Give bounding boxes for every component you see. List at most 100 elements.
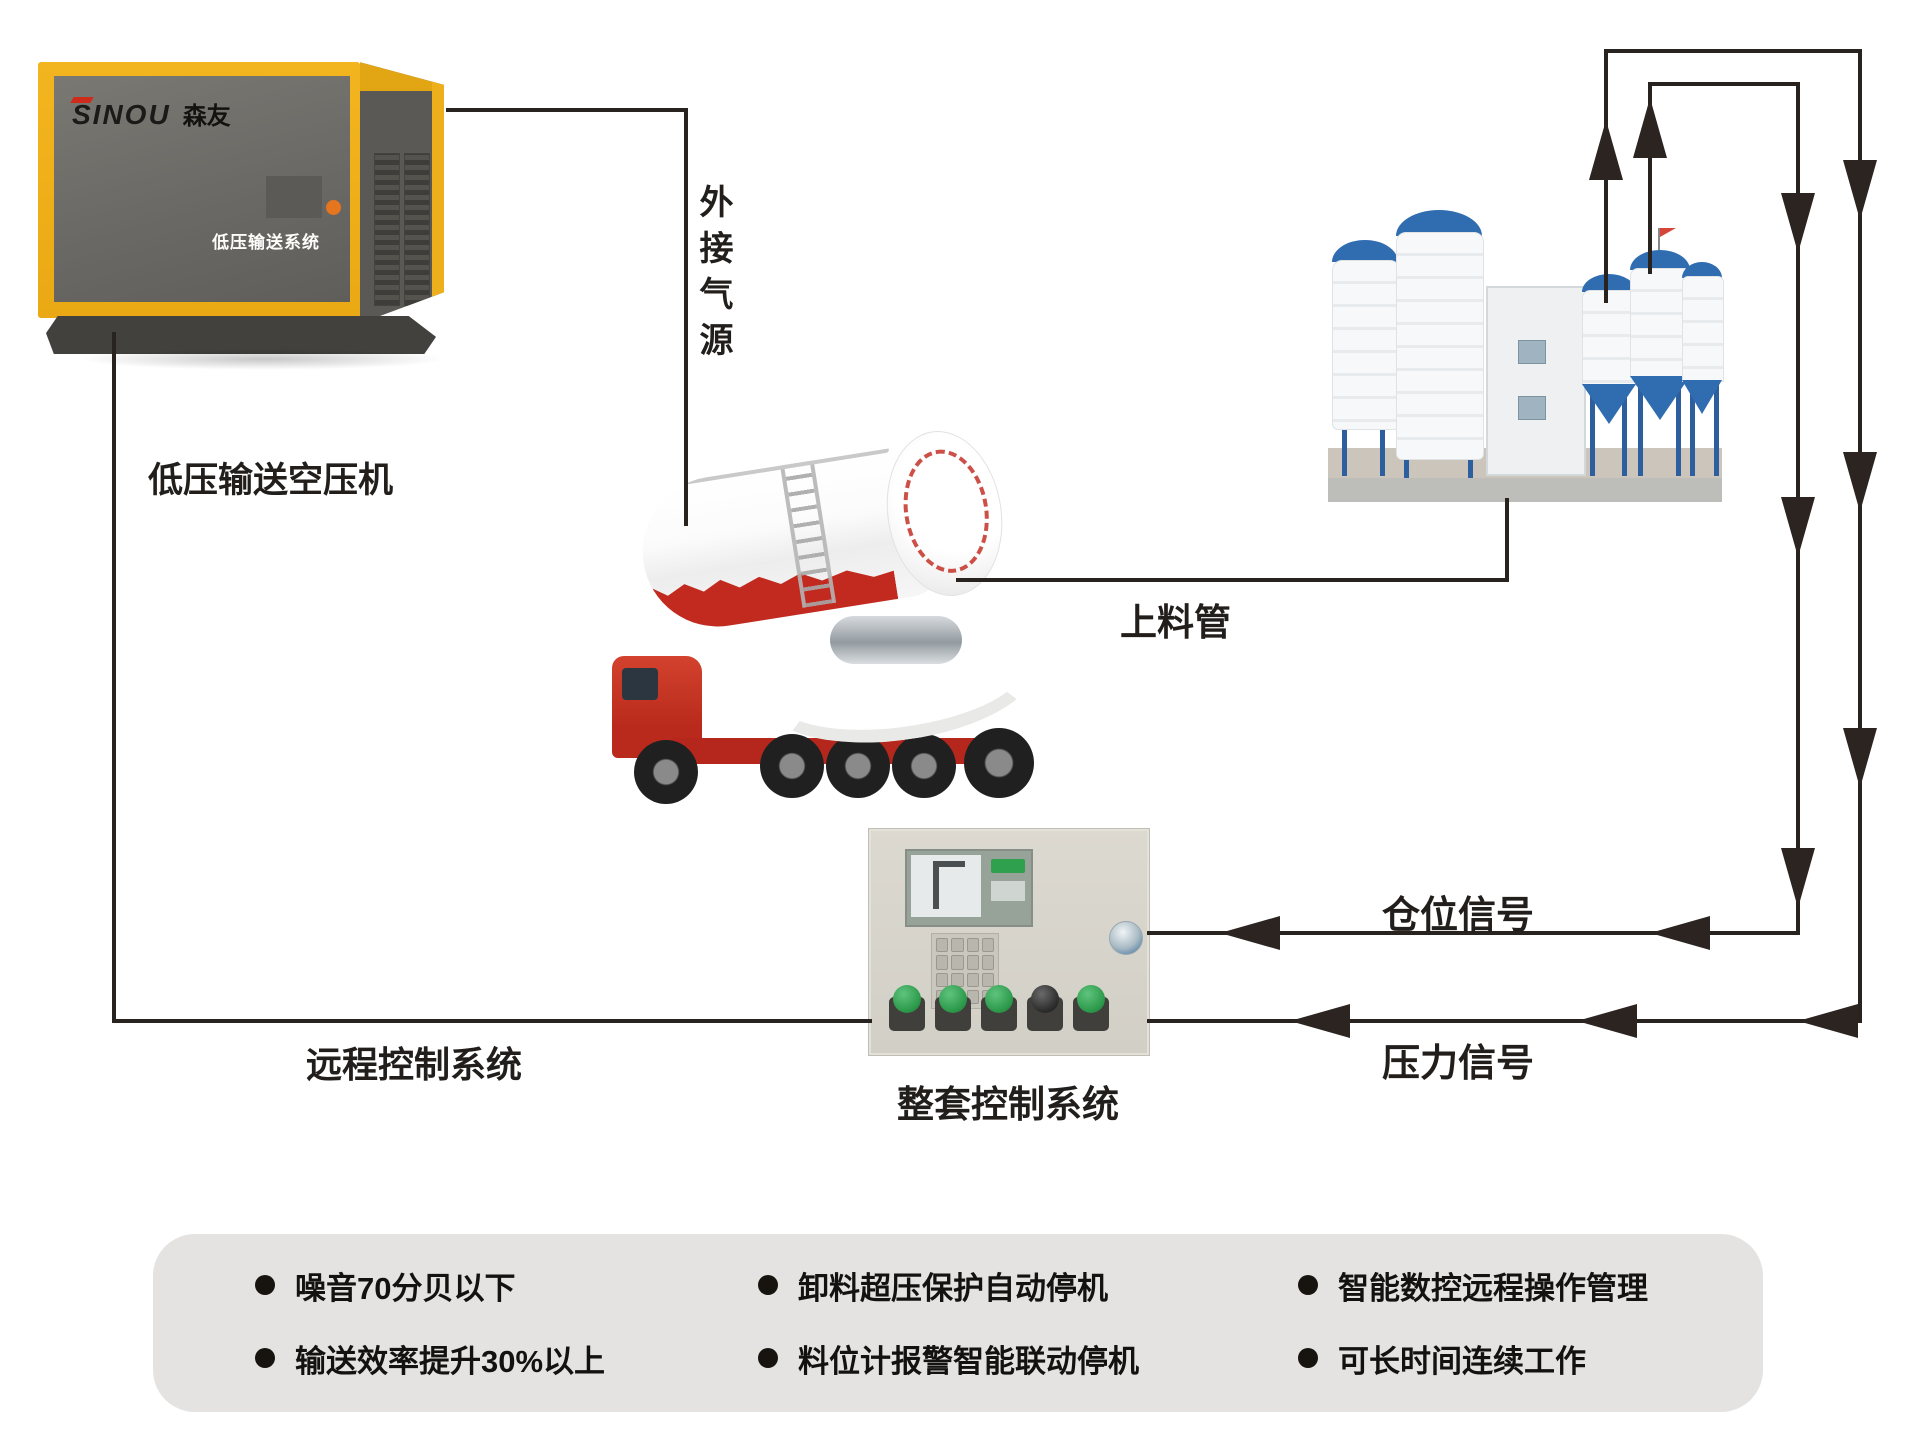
panel-button-green[interactable] [981, 985, 1017, 1031]
silo-leg [1714, 380, 1719, 476]
line-pressure-signal-vertical [1858, 49, 1862, 1023]
line-remote-vertical [112, 332, 116, 1021]
arrow-down-icon [1843, 160, 1877, 220]
line-feed-pipe-vertical [1505, 498, 1509, 582]
line-silo2-up [1648, 82, 1652, 274]
arrow-up-icon [1633, 98, 1667, 158]
silo-leg [1676, 382, 1681, 476]
silo [1582, 290, 1638, 386]
tank-rail [641, 446, 890, 492]
truck-air-tank [830, 616, 962, 664]
silo-leg [1380, 426, 1385, 476]
compressor-caption: 低压输送空压机 [148, 461, 394, 500]
arrow-down-icon [1843, 728, 1877, 788]
panel-button-green[interactable] [1073, 985, 1109, 1031]
line-pressure-signal-horizontal [1147, 1019, 1862, 1023]
compressor-display [266, 176, 322, 218]
feature-item: 卸料超压保护自动停机 [758, 1263, 1108, 1307]
silo-cap [1332, 240, 1398, 262]
arrow-down-icon [1781, 193, 1815, 253]
silo-leg [1342, 426, 1347, 476]
control-panel-image [868, 828, 1150, 1056]
truck-tank [631, 422, 1014, 651]
bullet-icon [255, 1275, 275, 1295]
panel-screen [905, 849, 1033, 927]
feature-item: 噪音70分贝以下 [255, 1263, 515, 1307]
truck-wheel [964, 728, 1034, 798]
brand-text-cn: 森友 [182, 103, 231, 130]
pressure-signal-label: 压力信号 [1381, 1043, 1534, 1085]
feature-item: 输送效率提升30%以上 [255, 1336, 605, 1380]
line-top-outer [1604, 49, 1862, 53]
feature-item: 可长时间连续工作 [1298, 1336, 1586, 1380]
feed-pipe-label: 上料管 [1120, 602, 1231, 643]
screen-readout [991, 881, 1025, 901]
bullet-icon [1298, 1275, 1318, 1295]
truck-wheel [634, 740, 698, 804]
arrow-left-icon [1798, 1004, 1858, 1038]
bullet-icon [1298, 1348, 1318, 1368]
truck-wheel [826, 734, 890, 798]
compressor-brand-logo: SINOU 森友 [70, 96, 231, 131]
compressor-side-vents [360, 62, 444, 324]
silo-leg [1404, 456, 1409, 478]
line-feed-pipe-horizontal [956, 578, 1508, 582]
silo-leg [1622, 390, 1627, 476]
compressor-front-panel: SINOU 森友 低压输送系统 [54, 76, 350, 302]
silo-cap [1682, 262, 1722, 278]
silo-cap [1630, 250, 1690, 270]
line-compressor-to-air [446, 108, 688, 112]
panel-button-green[interactable] [935, 985, 971, 1031]
feature-item: 智能数控远程操作管理 [1298, 1263, 1648, 1307]
line-top-inner [1648, 82, 1800, 86]
silo-leg [1638, 382, 1643, 476]
compressor-shadow [78, 348, 448, 370]
flag-pole [1658, 228, 1660, 250]
feature-item: 料位计报警智能联动停机 [758, 1336, 1139, 1380]
silo-cap [1582, 274, 1636, 292]
brand-text: SINOU [70, 97, 171, 130]
arrow-down-icon [1781, 497, 1815, 557]
silo-leg [1590, 390, 1595, 476]
silo [1396, 232, 1484, 460]
silo [1682, 276, 1724, 382]
bullet-icon [758, 1275, 778, 1295]
silo-leg [1468, 456, 1473, 478]
arrow-left-icon [1220, 916, 1280, 950]
silo-leg [1690, 380, 1695, 476]
truck-wheel [892, 734, 956, 798]
features-box: 噪音70分贝以下 输送效率提升30%以上 卸料超压保护自动停机 料位计报警智能联… [153, 1234, 1763, 1412]
bullet-icon [758, 1348, 778, 1368]
compressor-base [46, 316, 436, 354]
panel-knob[interactable] [1109, 921, 1143, 955]
arrow-down-icon [1843, 452, 1877, 512]
tanker-truck-image [612, 422, 1045, 804]
panel-button-dark[interactable] [1027, 985, 1063, 1031]
batching-plant-image [1328, 140, 1724, 502]
silo [1332, 260, 1400, 430]
external-air-source-label: 外接气源 [694, 184, 732, 368]
line-air-down-to-truck [684, 108, 688, 526]
panel-button-green[interactable] [889, 985, 925, 1031]
screen-glyph [933, 861, 965, 909]
compressor-panel-label: 低压输送系统 [212, 233, 320, 252]
red-flag-icon [1660, 228, 1676, 237]
bullet-icon [255, 1348, 275, 1368]
air-compressor-image: SINOU 森友 低压输送系统 [38, 48, 448, 370]
tank-dashed-ring [895, 443, 998, 580]
plant-building [1486, 286, 1586, 476]
control-panel-caption: 整套控制系统 [897, 1084, 1119, 1125]
plant-ground [1328, 478, 1722, 502]
bin-level-signal-label: 仓位信号 [1381, 895, 1534, 937]
arrow-left-icon [1650, 916, 1710, 950]
truck-wheel [760, 734, 824, 798]
screen-green-badge [991, 859, 1025, 873]
compressor-front: SINOU 森友 低压输送系统 [38, 62, 360, 318]
brand-red-accent [70, 97, 94, 103]
remote-control-label: 远程控制系统 [306, 1044, 523, 1085]
line-remote-horizontal [112, 1019, 872, 1023]
line-bin-signal-horizontal [1147, 931, 1800, 935]
truck-window [622, 668, 658, 700]
arrow-down-icon [1781, 848, 1815, 908]
